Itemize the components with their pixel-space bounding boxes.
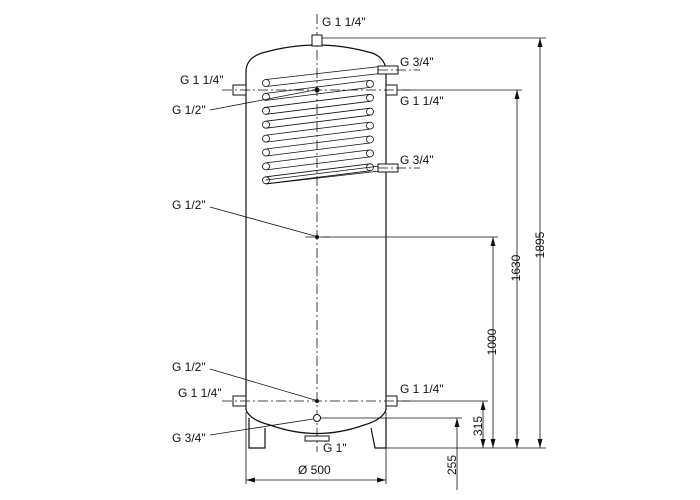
label-lower-sensor: G 1/2" (172, 360, 206, 374)
coil-turn-left (262, 148, 270, 157)
label-lower-right: G 1 1/4" (400, 382, 444, 396)
label-coil-bottom-right: G 3/4" (400, 153, 434, 167)
arrowhead (454, 418, 460, 427)
arrowhead (514, 439, 520, 448)
label-bottom-drain: G 1" (323, 441, 347, 455)
top-nozzle (311, 34, 323, 47)
dim-255: 255 (445, 455, 459, 475)
label-upper-right: G 1 1/4" (400, 94, 444, 108)
arrowhead (490, 439, 496, 448)
coil-turn-right (366, 107, 374, 116)
label-coil-top-right: G 3/4" (400, 55, 434, 69)
dim-1630: 1630 (509, 254, 523, 281)
leader-lines (209, 89, 316, 436)
dim-total-height: 1895 (533, 231, 547, 258)
right-leg (370, 418, 387, 449)
heat-exchanger-coil (262, 66, 381, 185)
label-upper-sensor: G 1/2" (172, 103, 206, 117)
dim-315: 315 (471, 416, 485, 436)
side-connections (222, 65, 420, 422)
coil-turn-left (262, 162, 270, 171)
label-bottom-drain-side: G 3/4" (172, 431, 206, 445)
coil-turn-right (366, 80, 374, 88)
dim-diameter: Ø 500 (298, 463, 331, 477)
dimension-lines (246, 38, 543, 490)
label-lower-left: G 1 1/4" (178, 386, 222, 400)
arrowhead (377, 477, 386, 483)
arrowhead (490, 237, 496, 246)
label-middle-sensor: G 1/2" (172, 198, 206, 212)
coil-turn-left (262, 120, 270, 129)
coil-turn-left (262, 79, 270, 87)
coil-turn-left (262, 176, 270, 185)
coil-turn-left (262, 134, 270, 143)
arrowhead (514, 90, 520, 99)
arrowhead (537, 38, 543, 47)
left-leg (248, 418, 266, 449)
dim-1000: 1000 (485, 328, 499, 355)
arrowhead (480, 439, 486, 448)
tank-shell (245, 44, 387, 410)
arrowhead (246, 477, 255, 483)
tank-bottom (245, 409, 387, 435)
arrowhead (480, 401, 486, 410)
arrowhead (537, 439, 543, 448)
coil-turn-left (262, 106, 270, 115)
coil-turn-right (366, 121, 374, 130)
extension-lines (245, 37, 546, 484)
coil-turn-right (366, 149, 374, 158)
label-upper-left: G 1 1/4" (180, 73, 224, 87)
bottom-nozzle (304, 435, 330, 442)
coil-turn-right (366, 135, 374, 144)
label-top-outlet: G 1 1/4" (322, 15, 366, 29)
coil-turn-right (366, 93, 374, 102)
